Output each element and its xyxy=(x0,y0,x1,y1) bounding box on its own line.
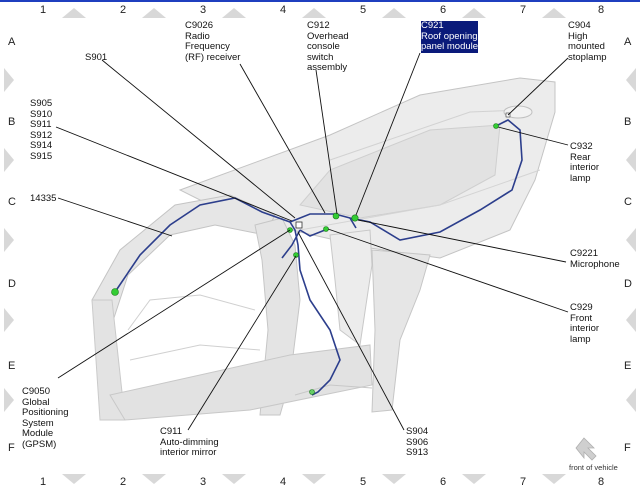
grid-row-e-right: E xyxy=(624,360,632,372)
grid-row-f-right: F xyxy=(624,442,631,454)
grid-row-a: A xyxy=(8,36,16,48)
leader-lines xyxy=(55,52,569,431)
label-c929: C929 Front interior lamp xyxy=(570,302,600,345)
grid-row-f: F xyxy=(8,442,15,454)
label-c9050: C9050 Global Positioning System Module (… xyxy=(22,386,69,450)
grid-col-3-bottom: 3 xyxy=(200,476,207,488)
connector-c911 xyxy=(293,252,299,258)
grid-col-7-bottom: 7 xyxy=(520,476,527,488)
connector-c932 xyxy=(493,123,499,129)
grid-col-1: 1 xyxy=(40,4,47,16)
grid-col-6-bottom: 6 xyxy=(440,476,447,488)
label-s904-group: S904 S906 S913 xyxy=(406,426,429,458)
grid-row-c: C xyxy=(8,196,16,208)
label-c912: C912 Overhead console switch assembly xyxy=(307,20,349,73)
connector-c929 xyxy=(323,226,329,232)
grid-row-b: B xyxy=(8,116,16,128)
label-c911: C911 Auto-dimming interior mirror xyxy=(160,426,219,458)
label-c921: C921 Roof opening panel module xyxy=(421,20,479,53)
grid-row-a-right: A xyxy=(624,36,632,48)
grid-col-4: 4 xyxy=(280,4,287,16)
grid-col-8: 8 xyxy=(598,4,605,16)
connector-a-pillar xyxy=(111,288,119,296)
grid-col-2: 2 xyxy=(120,4,127,16)
c-pillar xyxy=(371,249,431,413)
grid-col-5-bottom: 5 xyxy=(360,476,367,488)
grid-row-d: D xyxy=(8,278,16,290)
label-s905-group: S905 S910 S911 S912 S914 S915 xyxy=(30,98,53,162)
splice-block xyxy=(295,221,303,229)
grid-markers xyxy=(4,8,636,484)
grid-col-1-bottom: 1 xyxy=(40,476,47,488)
grid-row-b-right: B xyxy=(624,116,632,128)
sill xyxy=(109,344,373,421)
grid-col-3: 3 xyxy=(200,4,207,16)
front-of-vehicle-label: front of vehicle xyxy=(569,463,618,472)
front-of-vehicle-arrow-icon xyxy=(575,437,597,461)
grid-col-4-bottom: 4 xyxy=(280,476,287,488)
connector-c912 xyxy=(332,212,340,220)
label-14335: 14335 xyxy=(30,193,57,204)
vehicle-body xyxy=(91,77,556,421)
connector-c921 xyxy=(351,214,359,222)
grid-row-c-right: C xyxy=(624,196,632,208)
grid-col-2-bottom: 2 xyxy=(120,476,127,488)
grid-col-5: 5 xyxy=(360,4,367,16)
grid-col-7: 7 xyxy=(520,4,527,16)
grid-col-8-bottom: 8 xyxy=(598,476,605,488)
grid-row-e: E xyxy=(8,360,16,372)
top-border xyxy=(0,0,640,2)
grid-row-d-right: D xyxy=(624,278,632,290)
grid-col-6: 6 xyxy=(440,4,447,16)
label-c9221: C9221 Microphone xyxy=(570,248,620,270)
connector-lower xyxy=(309,389,315,395)
sunroof-opening xyxy=(299,124,501,219)
label-s901: S901 xyxy=(85,52,108,63)
label-c904: C904 High mounted stoplamp xyxy=(568,20,607,63)
connectors xyxy=(111,112,511,395)
label-c932: C932 Rear interior lamp xyxy=(570,141,600,184)
label-c9026: C9026 Radio Frequency (RF) receiver xyxy=(185,20,241,63)
